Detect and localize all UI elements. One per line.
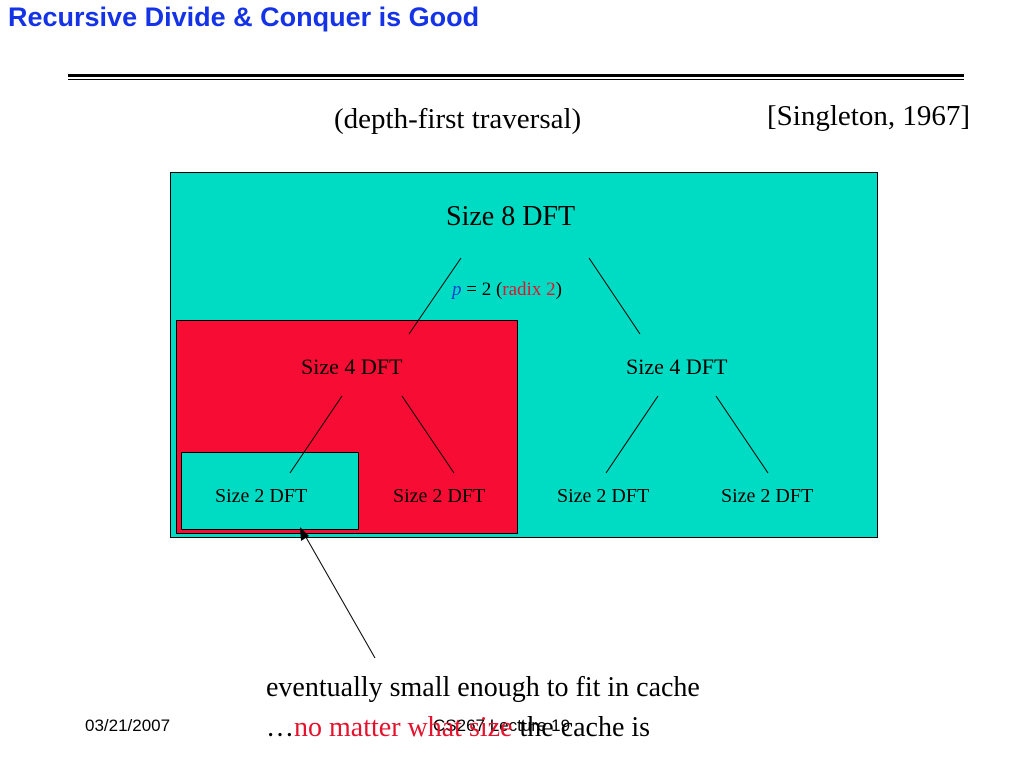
node-size4-left: Size 4 DFT [301,354,403,379]
caption-suffix: the cache is [512,712,651,743]
radix-variable: p [452,279,462,300]
pointer-arrow-line [302,531,376,659]
node-size2-3: Size 2 DFT [557,485,650,507]
edge-right-right [715,395,769,474]
node-size2-4: Size 2 DFT [721,485,814,507]
title-rule-thick [68,74,964,77]
radix-close: ) [555,279,562,300]
radix-value: radix 2 [502,279,556,300]
title-rule-thin [68,79,964,80]
edge-right-left [605,395,659,474]
radix-label: p = 2 (radix 2) [452,279,562,301]
slide-title: Recursive Divide & Conquer is Good [8,2,480,32]
citation: [Singleton, 1967] [767,100,970,132]
cache-region [181,452,359,530]
caption-line1: eventually small enough to fit in cache [266,672,700,703]
edge-left-left [289,395,343,474]
node-size4-right: Size 4 DFT [626,354,728,379]
node-size2-2: Size 2 DFT [393,485,486,507]
footer-lecture: CS267 Lecture 19 [433,716,571,735]
caption-ellipsis: … [266,712,294,743]
footer-date: 03/21/2007 [85,716,171,735]
edge-root-right [588,257,641,335]
slide-subtitle: (depth-first traversal) [334,103,582,135]
edge-left-right [401,395,455,474]
caption-highlight: no matter what size [294,712,513,743]
radix-equals: = 2 ( [461,279,503,300]
edge-root-left [408,257,462,335]
caption-line2: …no matter what size the cache is [266,712,650,744]
node-size2-1: Size 2 DFT [215,485,308,507]
node-size8: Size 8 DFT [446,201,576,232]
pointer-arrowhead [300,527,309,541]
